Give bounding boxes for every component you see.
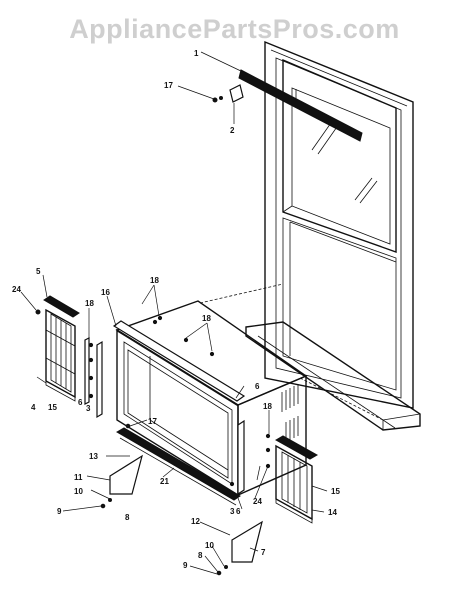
side-louvers bbox=[281, 384, 299, 442]
callout-17-mid: 17 bbox=[148, 417, 157, 426]
callout-10-left: 10 bbox=[74, 487, 83, 496]
callout-6-right-top: 6 bbox=[255, 382, 260, 391]
callout-6-left: 6 bbox=[78, 398, 83, 407]
callout-3-left: 3 bbox=[86, 404, 91, 413]
callout-18-right: 18 bbox=[263, 402, 272, 411]
callout-1: 1 bbox=[194, 49, 199, 58]
callout-6-right: 6 bbox=[236, 507, 241, 516]
cabinet-screws bbox=[125, 315, 235, 487]
left-support-bracket bbox=[100, 454, 143, 509]
part-right-angle-3 bbox=[237, 419, 245, 496]
right-side-panel bbox=[265, 433, 319, 524]
callout-9-left: 9 bbox=[57, 507, 62, 516]
callout-18-mid: 18 bbox=[202, 314, 211, 323]
callout-24-left: 24 bbox=[12, 285, 21, 294]
callout-12: 12 bbox=[191, 517, 200, 526]
callout-2: 2 bbox=[230, 126, 235, 135]
callout-14: 14 bbox=[328, 508, 337, 517]
callout-11: 11 bbox=[74, 473, 83, 482]
callout-9-right: 9 bbox=[183, 561, 188, 570]
window-frame bbox=[199, 40, 421, 431]
callout-10-right: 10 bbox=[205, 541, 214, 550]
right-support-bracket bbox=[216, 520, 263, 576]
callout-7: 7 bbox=[261, 548, 266, 557]
callout-13: 13 bbox=[89, 452, 98, 461]
callout-18-left: 18 bbox=[85, 299, 94, 308]
callout-18-top: 18 bbox=[150, 276, 159, 285]
callout-15-right: 15 bbox=[331, 487, 340, 496]
cabinet-sleeve bbox=[115, 300, 308, 497]
callout-15-left: 15 bbox=[48, 403, 57, 412]
left-side-panel bbox=[35, 295, 80, 402]
leader-lines bbox=[20, 51, 328, 575]
part-top-rail-16 bbox=[112, 320, 246, 407]
callout-5: 5 bbox=[36, 267, 41, 276]
left-angle-strips bbox=[84, 337, 103, 419]
callout-16: 16 bbox=[101, 288, 110, 297]
watermark-text: AppliancePartsPros.com bbox=[69, 14, 400, 44]
callout-17-top: 17 bbox=[164, 81, 173, 90]
callout-21: 21 bbox=[160, 477, 169, 486]
part-bottom-rail-21 bbox=[115, 427, 241, 506]
callout-labels: 1 17 2 5 24 18 16 18 18 6 4 15 6 3 17 13… bbox=[12, 49, 340, 570]
callout-8-right: 8 bbox=[198, 551, 203, 560]
callout-3-right: 3 bbox=[230, 507, 235, 516]
callout-8-left: 8 bbox=[125, 513, 130, 522]
callout-4: 4 bbox=[31, 403, 36, 412]
callout-24-right: 24 bbox=[253, 497, 262, 506]
part-bracket-2 bbox=[212, 84, 244, 103]
